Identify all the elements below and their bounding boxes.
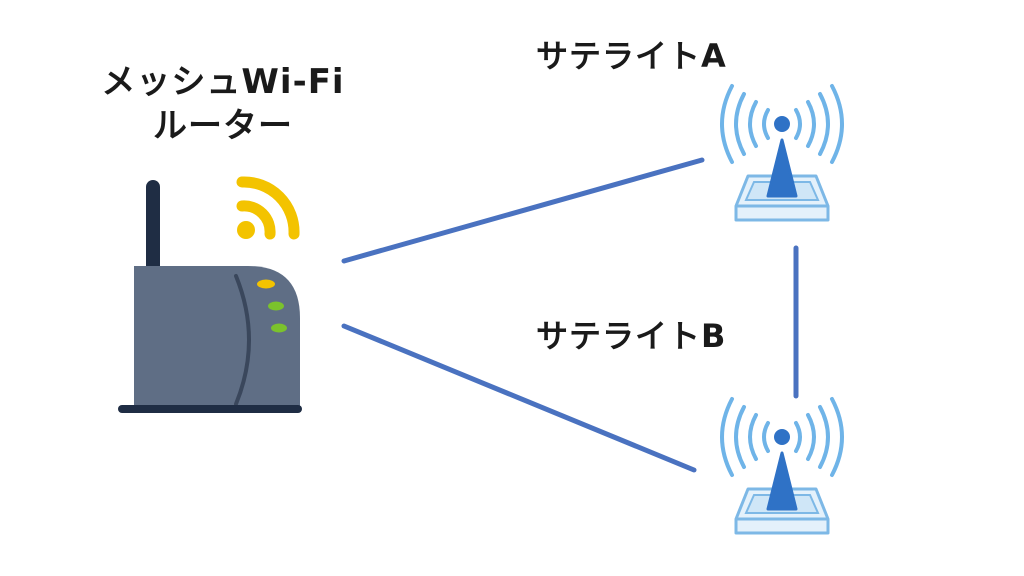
router-label-line2: ルーター <box>153 106 293 146</box>
satellite-a-label: サテライトA <box>536 37 727 75</box>
led-yellow-icon <box>257 279 275 289</box>
wireless-access-point-icon <box>720 84 844 222</box>
wifi-router-icon <box>118 180 302 413</box>
router-label: メッシュWi-Fi ルーター <box>98 60 348 148</box>
wireless-access-point-icon <box>720 397 844 535</box>
link-router-to-satellite-a <box>341 157 705 264</box>
router-label-line1: メッシュWi-Fi <box>101 62 345 102</box>
wifi-signal-icon <box>236 176 300 240</box>
led-green-icon <box>268 301 284 311</box>
satellite-b-label: サテライトB <box>536 317 727 355</box>
link-router-to-satellite-b <box>341 323 697 473</box>
led-green-icon <box>271 323 287 333</box>
